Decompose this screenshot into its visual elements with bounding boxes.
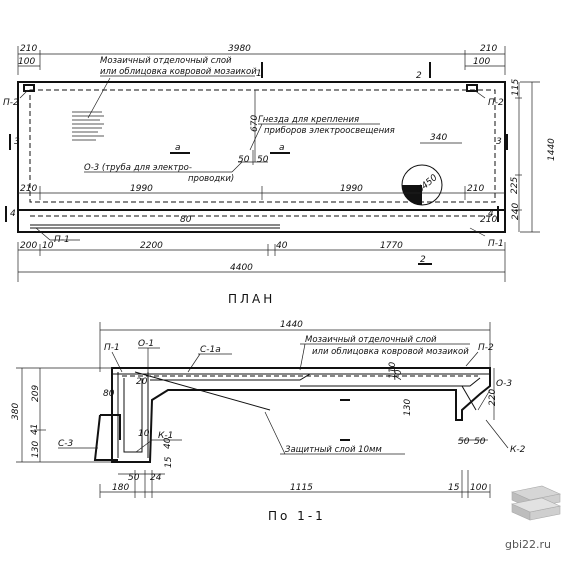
mosaic-hatch xyxy=(72,111,104,141)
section-bottom-h: 50 xyxy=(474,437,486,447)
plan-dim-50a: 50 xyxy=(238,155,250,165)
plan-section-1-top: 1 xyxy=(256,69,262,79)
plan-bottom-dim-a: 200 xyxy=(20,241,37,251)
plan-bottom-dim-c: 2200 xyxy=(140,241,163,251)
section-mosaic-label-2: или облицовка ковровой мозаикой xyxy=(312,347,469,357)
plan-dim-right-edge: 210 xyxy=(480,44,497,54)
plan-nests-label-1: Гнезда для крепления xyxy=(258,115,359,125)
watermark-text: gbi22.ru xyxy=(505,538,552,551)
plan-right-dim-total: 1440 xyxy=(547,138,557,161)
section-mark-p1: П-1 xyxy=(104,343,120,353)
plan-section-a-right: а xyxy=(279,143,285,153)
section-dim-110: 110 xyxy=(388,362,398,379)
section-left-c: 130 xyxy=(31,441,41,458)
section-dim-40: 40 xyxy=(163,437,173,449)
plan-dim-left-edge: 210 xyxy=(20,44,37,54)
section-bottom-b: 50 xyxy=(128,473,140,483)
section-bottom-d: 1115 xyxy=(290,483,313,493)
section-dim-80: 80 xyxy=(103,389,115,399)
section-bottom-e: 15 xyxy=(448,483,460,493)
section-bottom-c: 24 xyxy=(150,473,162,483)
section-mark-k2: К-2 xyxy=(510,445,526,455)
plan-section-2-bottom: 2 xyxy=(420,255,426,265)
plan-bottom-dim-b: 10 xyxy=(42,241,54,251)
plan-right-dim-d: 210 xyxy=(480,215,497,225)
section-left-b: 41 xyxy=(30,424,40,435)
plan-pipe-label-1: О-3 (труба для электро- xyxy=(84,163,192,173)
section-bottom-g: 50 xyxy=(458,437,470,447)
plan-right-dim-a: 115 xyxy=(511,79,521,96)
section-dim-10: 10 xyxy=(138,429,150,439)
section-mark-c1a: С-1а xyxy=(200,345,221,355)
plan-mark-p1-right: П-1 xyxy=(488,239,504,249)
plan-dim-right-inner: 100 xyxy=(473,57,490,67)
plan-nests-label-2: приборов электроосвещения xyxy=(264,126,395,136)
section-bottom-f: 100 xyxy=(470,483,487,493)
watermark-logo xyxy=(511,485,561,521)
plan-dim-overall-top: 3980 xyxy=(228,44,251,54)
section-view: 1440 Мозаичный отделочный слой или облиц… xyxy=(11,320,526,523)
section-mark-p2: П-2 xyxy=(478,343,494,353)
plan-bottom-dim-d: 40 xyxy=(276,241,288,251)
plan-mark-p2-left: П-2 xyxy=(3,98,19,108)
plan-dim-340: 340 xyxy=(430,133,447,143)
plan-section-2-top: 2 xyxy=(416,71,422,81)
section-mark-c3: С-3 xyxy=(58,439,74,449)
plan-right-dim-c: 240 xyxy=(511,203,521,220)
plan-pipe-label-2: проводки) xyxy=(188,174,234,184)
plan-mid-edge-l: 210 xyxy=(20,184,37,194)
section-protect-label: Защитный слой 10мм xyxy=(285,445,382,455)
section-dim-15: 15 xyxy=(164,456,174,468)
plan-view: 210 3980 210 100 100 Мозаичный отделочны… xyxy=(3,44,557,306)
section-dim-220: 220 xyxy=(488,389,498,406)
section-dim-20: 20 xyxy=(136,377,148,387)
plan-mosaic-label-1: Мозаичный отделочный слой xyxy=(100,56,232,66)
plan-bottom-dim-overall: 4400 xyxy=(230,263,253,273)
plan-mid-left: 1990 xyxy=(130,184,153,194)
plan-dim-50b: 50 xyxy=(257,155,269,165)
plan-section-a-left: а xyxy=(175,143,181,153)
section-dim-130: 130 xyxy=(403,399,413,416)
plan-right-dim-b: 225 xyxy=(510,177,520,194)
plan-section-4-left: 4 xyxy=(10,209,16,219)
plan-mid-edge-r: 210 xyxy=(467,184,484,194)
plan-mark-p2-right: П-2 xyxy=(488,98,504,108)
plan-bottom-dim-e: 1770 xyxy=(380,241,403,251)
plan-title: ПЛАН xyxy=(228,292,275,306)
plan-mosaic-label-2: или облицовка ковровой мозаикой xyxy=(100,67,257,77)
section-left-a: 209 xyxy=(31,385,41,402)
section-mosaic-label-1: Мозаичный отделочный слой xyxy=(305,335,437,345)
section-dim-70: 70 xyxy=(394,369,404,381)
plan-dim-inner-80: 80 xyxy=(180,215,192,225)
section-overall-dim: 1440 xyxy=(280,320,303,330)
plan-section-4-right: 4 xyxy=(488,209,494,219)
section-left-total: 380 xyxy=(11,403,21,420)
plan-section-3-right: 3 xyxy=(496,137,502,147)
plan-mid-right: 1990 xyxy=(340,184,363,194)
section-mark-o1: О-1 xyxy=(138,339,154,349)
section-title: По 1-1 xyxy=(268,509,326,523)
plan-dim-left-inner: 100 xyxy=(18,57,35,67)
section-mark-o3: О-3 xyxy=(496,379,512,389)
section-bottom-a: 180 xyxy=(112,483,129,493)
section-mark-k1: К-1 xyxy=(158,431,173,441)
plan-section-3-left: 3 xyxy=(14,137,20,147)
plan-dim-670: 670 xyxy=(250,115,260,132)
